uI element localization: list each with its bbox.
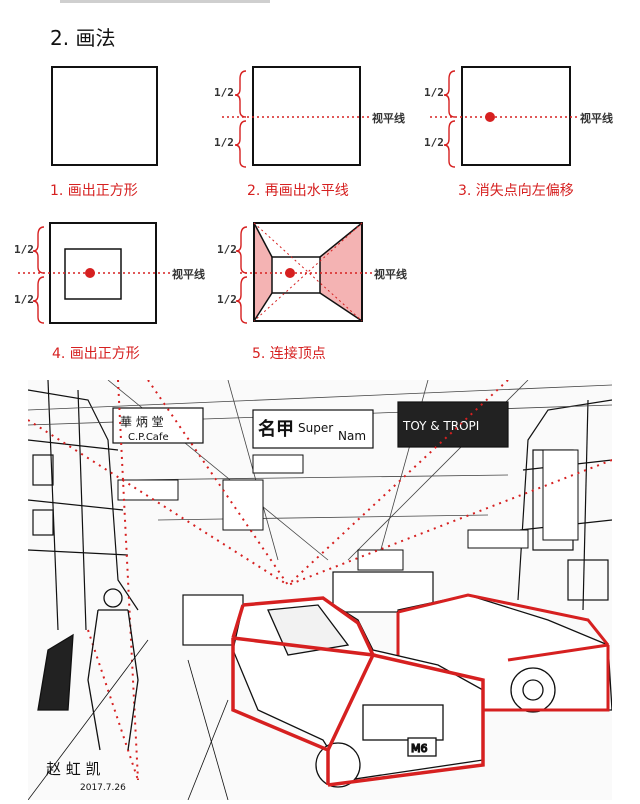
step5-half-label-bottom: 1/2 [217, 293, 237, 306]
step3-square [461, 66, 571, 166]
step5-connector [319, 292, 363, 322]
step3-lower-brace [443, 120, 456, 168]
cafe-sign [112, 407, 204, 444]
step4-inner-square [64, 248, 122, 300]
main-taxi-box [231, 596, 485, 787]
step4-lower-brace [32, 276, 45, 324]
license-plate-text: M6 [411, 742, 428, 755]
step1-caption: 1. 画出正方形 [50, 183, 138, 199]
top-divider [60, 0, 270, 3]
step4-half-label-bottom: 1/2 [14, 293, 34, 306]
step3-vanishing-point [485, 112, 495, 122]
step5-inner-square [271, 256, 321, 294]
step4-half-label-top: 1/2 [14, 243, 34, 256]
street-sketch: 華 炳 堂 C.P.Cafe 名甲 Super Nam TOY & TROPI [28, 380, 612, 800]
toy-sign-text: TOY & TROPI [402, 419, 479, 433]
step2-lower-brace [234, 120, 247, 168]
step5-right-face [320, 223, 362, 321]
step3-half-label-top: 1/2 [424, 86, 444, 99]
nam-text: Nam [338, 429, 366, 443]
pedestrian [37, 588, 139, 751]
step5-connector [319, 222, 363, 258]
step5-connector [253, 222, 273, 258]
step4-upper-brace [32, 226, 45, 274]
step1-square [51, 66, 158, 166]
toy-sign [397, 401, 509, 448]
mingjia-sign [252, 409, 374, 449]
cafe-sign-en: C.P.Cafe [128, 432, 169, 443]
section-heading: 2. 画法 [50, 26, 116, 50]
background-cars [182, 571, 434, 646]
step5-diagonal [253, 222, 363, 322]
step2-half-label-top: 1/2 [214, 86, 234, 99]
step3-horizon-label: 视平线 [580, 112, 613, 125]
small-signs [117, 449, 579, 571]
perspective-guides [28, 380, 612, 781]
artist-signature: 赵 虹 凯 [46, 760, 101, 778]
step4-vanishing-point [85, 268, 95, 278]
cafe-sign-cn: 華 炳 堂 [120, 415, 164, 429]
step5-outer-square [253, 222, 363, 322]
step5-horizon-label: 视平线 [374, 268, 407, 281]
mingjia-text: 名甲 [258, 418, 294, 440]
step3-upper-brace [443, 70, 456, 118]
step2-half-label-bottom: 1/2 [214, 136, 234, 149]
step5-diagonal [253, 222, 363, 322]
step3-half-label-bottom: 1/2 [424, 136, 444, 149]
step5-lower-brace [235, 276, 248, 324]
step5-connector [253, 292, 273, 322]
step5-upper-brace [235, 226, 248, 274]
step3-caption: 3. 消失点向左偏移 [458, 183, 574, 199]
diagram-row-2 [18, 222, 372, 324]
step5-caption: 5. 连接顶点 [252, 346, 326, 362]
step4-caption: 4. 画出正方形 [52, 346, 140, 362]
step2-upper-brace [234, 70, 247, 118]
diagram-row-1 [51, 66, 580, 168]
step4-horizon-label: 视平线 [172, 268, 205, 281]
step2-square [252, 66, 361, 166]
step5-vanishing-point [285, 268, 295, 278]
sketch-date: 2017.7.26 [80, 783, 126, 793]
step5-half-label-top: 1/2 [217, 243, 237, 256]
step2-caption: 2. 再画出水平线 [247, 183, 349, 199]
step5-left-face [254, 223, 272, 321]
left-buildings [28, 380, 139, 631]
step2-horizon-label: 视平线 [372, 112, 405, 125]
super-text: Super [298, 421, 333, 435]
license-plate [407, 737, 437, 757]
road-lines [28, 639, 229, 800]
